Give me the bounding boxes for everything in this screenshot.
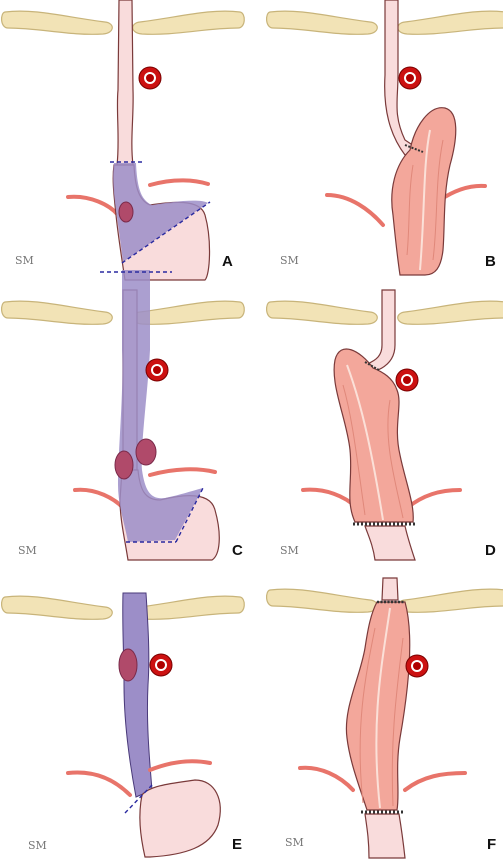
- clavicle-left: [267, 11, 378, 34]
- signature: SM: [280, 254, 299, 267]
- panel-label-c: C: [232, 542, 243, 559]
- resected-esophagus: [123, 593, 152, 797]
- panel-f: SM F: [267, 578, 503, 858]
- tumor: [119, 649, 137, 681]
- esophagus: [367, 290, 395, 372]
- signature: SM: [285, 836, 304, 849]
- panel-label-d: D: [485, 542, 496, 559]
- clavicle-left: [267, 589, 378, 612]
- clavicle-left: [2, 11, 113, 34]
- clavicle-left: [2, 596, 113, 619]
- diaphragm-left: [75, 490, 125, 510]
- clavicle-right: [133, 596, 245, 619]
- diaphragm-right: [150, 469, 215, 475]
- distal-stomach: [365, 814, 405, 858]
- diaphragm-left: [68, 772, 130, 795]
- diaphragm-right: [405, 773, 465, 790]
- tumor: [136, 439, 156, 465]
- panel-d: SM D: [267, 290, 503, 560]
- cervical-esophagus: [382, 578, 398, 600]
- tumor: [119, 202, 133, 222]
- clavicle-right: [133, 11, 245, 34]
- esophagus: [117, 0, 133, 165]
- panel-label-f: F: [487, 836, 496, 853]
- diaphragm-right: [150, 761, 210, 770]
- diaphragm-left: [303, 490, 357, 508]
- clavicle-left: [2, 301, 113, 324]
- clavicle-left: [267, 301, 378, 324]
- tumor: [115, 451, 133, 479]
- panel-label-a: A: [222, 253, 233, 270]
- diaphragm-right: [150, 180, 208, 185]
- clavicle-right: [398, 301, 503, 324]
- signature: SM: [280, 544, 299, 557]
- stomach: [140, 780, 220, 857]
- panel-label-b: B: [485, 253, 496, 270]
- diaphragm-left: [327, 195, 383, 225]
- panel-b: SM B: [267, 0, 503, 275]
- clavicle-right: [398, 589, 503, 612]
- panel-e: SM E: [2, 593, 245, 857]
- panel-label-e: E: [232, 836, 242, 853]
- distal-stomach: [365, 526, 415, 560]
- panel-c: SM C: [2, 270, 245, 560]
- signature: SM: [18, 544, 37, 557]
- signature: SM: [15, 254, 34, 267]
- signature: SM: [28, 839, 47, 852]
- diaphragm-left: [300, 768, 353, 790]
- diaphragm-right: [407, 490, 460, 508]
- diaphragm-left: [68, 197, 118, 215]
- panel-a: SM A: [2, 0, 245, 280]
- clavicle-right: [398, 11, 503, 34]
